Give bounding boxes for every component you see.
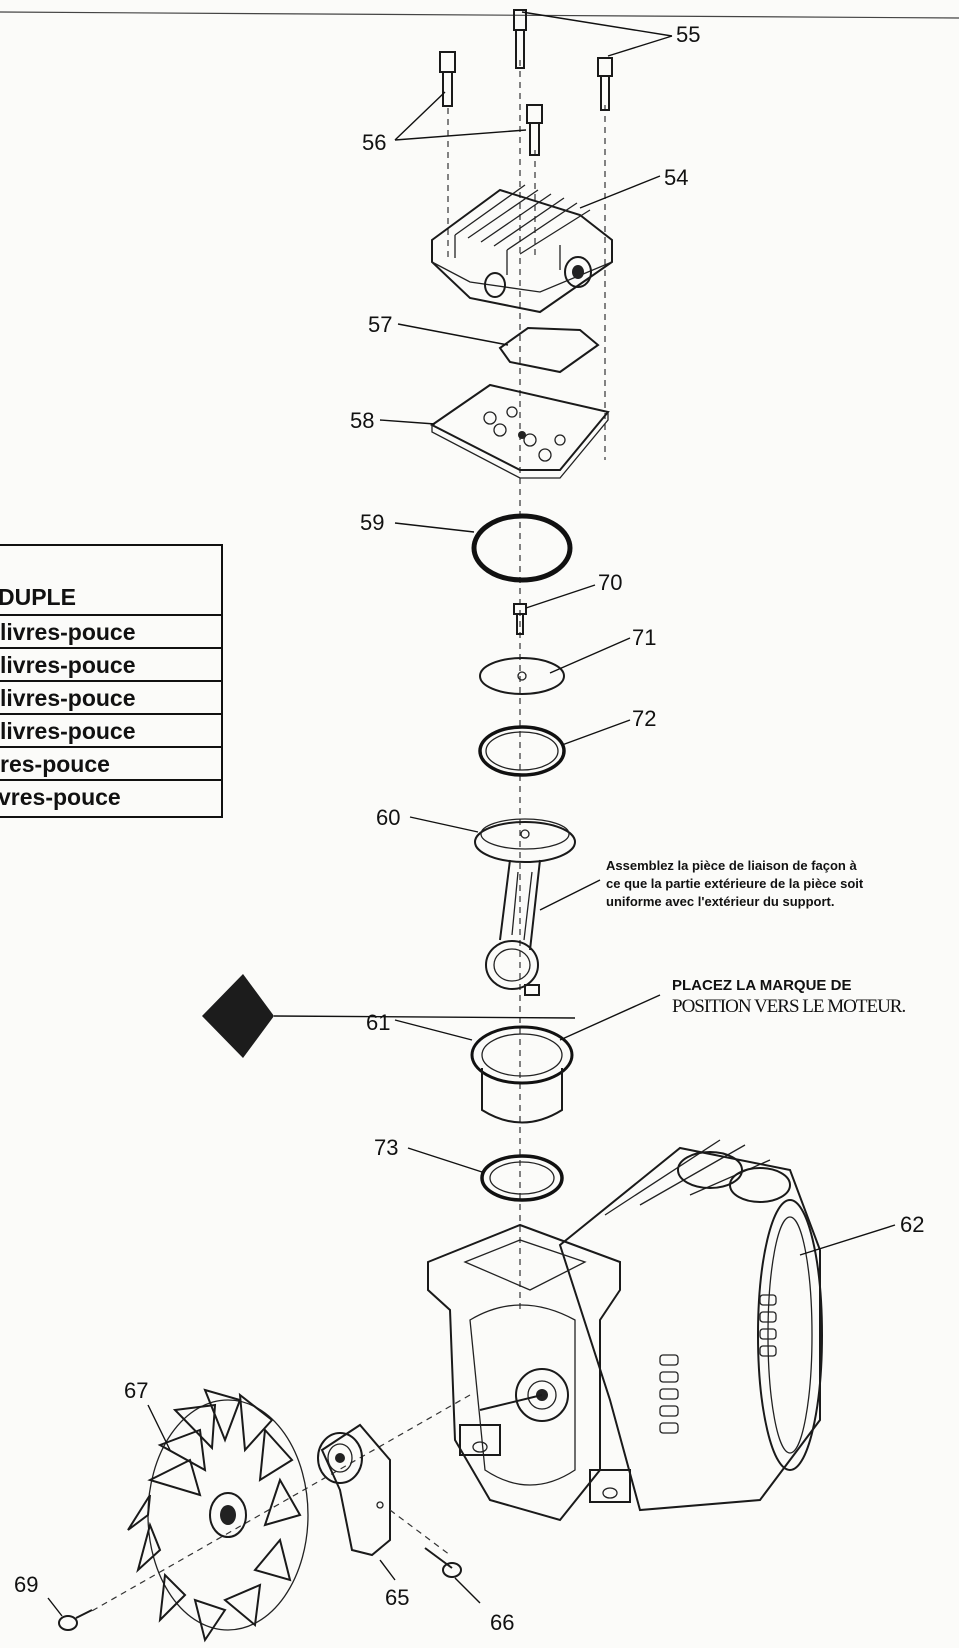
gasket-73 [480,1154,564,1202]
callout-71: 71 [632,625,656,650]
position-mark-diamond [202,974,576,1058]
torque-row-3: livres-pouce [0,685,136,711]
callout-65: 65 [385,1585,409,1610]
callout-61: 61 [366,1010,390,1035]
callout-66: 66 [490,1610,514,1635]
connecting-rod-60 [474,818,576,996]
callout-58: 58 [350,408,374,433]
cylinder-head-54 [431,184,613,314]
torque-table-header: DUPLE [0,584,76,610]
callout-60: 60 [376,805,400,830]
bolt-55-right [597,57,613,111]
torque-row-1: livres-pouce [0,619,136,645]
mark-note-line-1: PLACEZ LA MARQUE DE [672,977,851,994]
fan-67 [127,1388,309,1643]
callout-55: 55 [676,22,700,47]
bolt-55-center [513,9,527,69]
retainer-plate-71 [479,657,565,695]
callout-72: 72 [632,706,656,731]
fan-bolt-69 [58,1609,93,1631]
callout-59: 59 [360,510,384,535]
callout-70: 70 [598,570,622,595]
torque-row-2: livres-pouce [0,652,136,678]
position-mark-note: PLACEZ LA MARQUE DE POSITION VERS LE MOT… [672,977,906,1017]
assembly-note: Assemblez la pièce de liaison de façon à… [606,858,864,909]
torque-row-5: res-pouce [0,751,110,777]
callout-57: 57 [368,312,392,337]
callout-69: 69 [14,1572,38,1597]
assembly-note-line-1: Assemblez la pièce de liaison de façon à [606,858,857,873]
top-border-line [0,11,959,19]
callout-56: 56 [362,130,386,155]
bolt-56-left [439,51,456,107]
callout-62: 62 [900,1212,924,1237]
leader-lines [47,11,896,1617]
screw-70 [513,603,527,635]
callout-67: 67 [124,1378,148,1403]
o-ring-59 [471,513,573,583]
callout-73: 73 [374,1135,398,1160]
bolt-56-center [526,104,543,156]
torque-row-6: vres-pouce [0,784,121,810]
cylinder-sleeve-61 [470,1025,574,1124]
valve-plate-58 [430,383,610,479]
mark-note-line-2: POSITION VERS LE MOTEUR. [672,996,905,1017]
callout-54: 54 [664,165,688,190]
torque-row-4: livres-pouce [0,718,136,744]
sleeve-ring-72 [478,725,566,777]
motor-crankcase-62 [427,1139,823,1522]
torque-table: DUPLE livres-pouce livres-pouce livres-p… [0,544,223,818]
assembly-note-line-3: uniforme avec l'extérieur du support. [606,894,834,909]
eccentric-65 [317,1423,391,1557]
assembly-note-line-2: ce que la partie extérieure de la pièce … [606,876,864,891]
head-gasket-57 [498,326,600,374]
set-screw-66 [389,1509,462,1578]
